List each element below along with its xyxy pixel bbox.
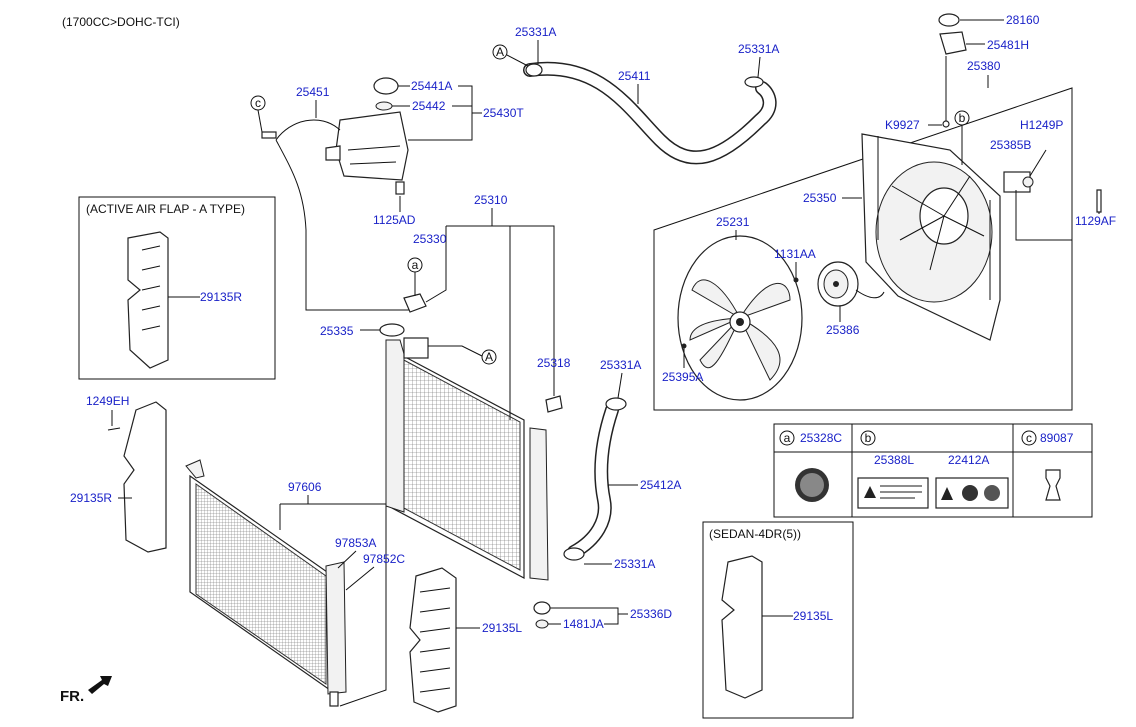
bolt-1129AF-part <box>1096 189 1102 213</box>
label-25331A-top-left: 25331A <box>515 25 556 39</box>
fan-motor-part <box>817 261 885 307</box>
hose-clamp-mid-part <box>605 397 627 411</box>
svg-text:a: a <box>412 258 419 272</box>
label-25335: 25335 <box>320 324 354 338</box>
label-25385B: 25385B <box>990 138 1031 152</box>
fan-blade-part <box>677 235 803 401</box>
callout-A-radiator-icon <box>481 349 497 365</box>
svg-text:a: a <box>784 431 791 445</box>
label-25310: 25310 <box>474 193 508 207</box>
label-25318: 25318 <box>537 356 571 370</box>
label-25395A: 25395A <box>662 370 703 384</box>
label-25330: 25330 <box>413 232 447 246</box>
label-1129AF: 1129AF <box>1075 214 1116 228</box>
legend-c-code: 89087 <box>1040 431 1074 445</box>
clip-part-icon <box>1045 469 1061 501</box>
hose-clamp-bottom-part <box>563 547 585 561</box>
sedan-group-title: (SEDAN-4DR(5)) <box>709 527 801 541</box>
label-25430T: 25430T <box>483 106 524 120</box>
label-25336D: 25336D <box>630 607 672 621</box>
label-25231: 25231 <box>716 215 750 229</box>
label-25331A-top-right: 25331A <box>738 42 779 56</box>
label-1131AA: 1131AA <box>774 247 816 261</box>
label-29135L-center: 29135L <box>482 621 522 635</box>
svg-text:c: c <box>1026 431 1032 445</box>
legend-b-item-25388L: 25388L <box>874 453 914 467</box>
engine-spec-header: (1700CC>DOHC-TCI) <box>62 15 180 29</box>
overflow-hose-part <box>275 119 412 311</box>
label-25386: 25386 <box>826 323 860 337</box>
label-H1249P: H1249P <box>1020 118 1063 132</box>
svg-text:b: b <box>865 431 872 445</box>
air-guard-right-lower-part <box>123 401 167 553</box>
label-25442: 25442 <box>412 99 446 113</box>
condenser-part <box>185 459 347 707</box>
svg-text:c: c <box>255 96 261 110</box>
label-25350: 25350 <box>803 191 837 205</box>
legend-b-callout-icon <box>860 430 876 446</box>
legend-c-callout-icon <box>1021 430 1037 446</box>
label-25331A-mid: 25331A <box>600 358 641 372</box>
label-25411: 25411 <box>618 69 651 83</box>
label-29135L-sedan: 29135L <box>793 609 833 623</box>
label-25412A: 25412A <box>640 478 681 492</box>
radiator-inlet-neck-part <box>403 337 429 359</box>
label-25380: 25380 <box>967 59 1001 73</box>
hose-clamp-top-left-part <box>525 63 543 77</box>
reservoir-cap-part <box>373 77 399 95</box>
radiator-cap-25335-part <box>379 323 405 337</box>
radiator-part <box>379 323 549 581</box>
active-air-flap-group-box <box>78 196 276 380</box>
hose-clamp-top-right-part <box>744 76 764 88</box>
label-29135R-lower: 29135R <box>70 491 112 505</box>
label-25331A-bottom: 25331A <box>614 557 655 571</box>
label-28160: 28160 <box>1006 13 1040 27</box>
bracket-25481H-part <box>939 31 967 55</box>
sedan-group-box <box>702 521 854 719</box>
label-29135R-flap: 29135R <box>200 290 242 304</box>
legend-a-code: 25328C <box>800 431 842 445</box>
hose-25330-part <box>403 293 427 313</box>
legend-a-callout-icon <box>779 430 795 446</box>
label-1125AD: 1125AD <box>373 213 416 227</box>
cap-28160-part <box>938 13 960 27</box>
active-air-flap-group-title: (ACTIVE AIR FLAP - A TYPE) <box>86 202 245 216</box>
front-direction-label: FR. <box>60 688 84 705</box>
legend-table: a 25328C b c 89087 25388L 22412A <box>773 423 1093 518</box>
label-25441A: 25441A <box>411 79 452 93</box>
label-97606: 97606 <box>288 480 322 494</box>
reservoir-tank-part <box>325 77 409 195</box>
label-97853A: 97853A <box>335 536 376 550</box>
air-flap-ribs <box>141 245 161 331</box>
bracket-25318-part <box>545 395 563 413</box>
front-direction-arrow-icon <box>88 676 112 694</box>
label-25481H: 25481H <box>987 38 1029 52</box>
air-guard-left-center-part <box>409 567 457 713</box>
o-ring-1481JA-part <box>535 619 549 629</box>
label-1249EH: 1249EH <box>86 394 129 408</box>
bolt-1125AD-part <box>395 181 405 195</box>
air-guard-left-sedan-part <box>721 555 763 699</box>
reservoir-seal-part <box>375 101 393 111</box>
fan-shroud-part <box>861 133 1001 341</box>
svg-text:A: A <box>485 350 493 364</box>
svg-text:A: A <box>496 45 504 59</box>
svg-text:b: b <box>959 111 966 125</box>
label-25451: 25451 <box>296 85 330 99</box>
label-97852C: 97852C <box>363 552 405 566</box>
label-K9927: K9927 <box>885 118 920 132</box>
legend-b-item-22412A: 22412A <box>948 453 989 467</box>
fan-assembly-group-outline <box>653 87 1073 411</box>
drain-plug-part <box>533 601 551 615</box>
callout-A-top-icon <box>492 44 508 60</box>
air-guard-right-flap-part <box>127 231 169 369</box>
label-1481JA: 1481JA <box>563 617 604 631</box>
